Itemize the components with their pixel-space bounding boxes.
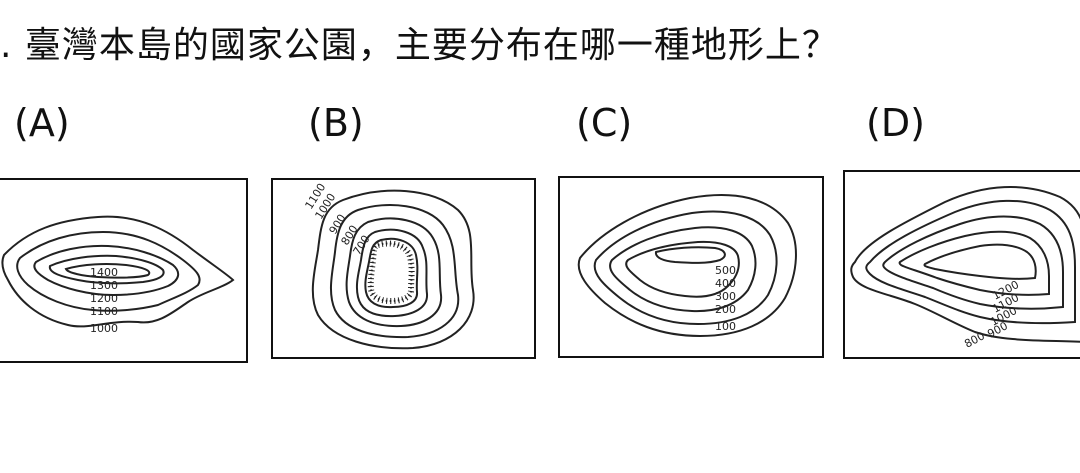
option-c-label[interactable]: (C) <box>576 101 633 145</box>
contour-label: 200 <box>715 303 736 316</box>
contour-map-d: 1200 1100 1000 900 800 <box>850 186 1080 351</box>
contour-map-c: 500 400 300 200 100 <box>577 194 797 338</box>
contour-line <box>364 237 419 309</box>
contour-line <box>593 210 778 326</box>
crater-rim <box>369 242 413 303</box>
contour-label: 1000 <box>90 322 118 335</box>
contour-line <box>654 246 726 264</box>
contour-label: 1300 <box>90 279 118 292</box>
option-b-map[interactable]: 1100 1000 900 800 700 <box>271 178 536 359</box>
contour-line <box>882 215 1064 310</box>
contour-line <box>609 226 757 313</box>
option-c-map[interactable]: 500 400 300 200 100 <box>558 176 824 358</box>
contour-line <box>1 215 235 328</box>
contour-label: 1400 <box>90 266 118 279</box>
option-b-label[interactable]: (B) <box>308 101 364 145</box>
contour-line <box>311 189 475 350</box>
contour-label: 1200 <box>90 292 118 305</box>
option-d-label[interactable]: (D) <box>866 101 925 145</box>
contour-line <box>865 199 1076 325</box>
contour-label: 300 <box>715 290 736 303</box>
option-d-map[interactable]: 1200 1100 1000 900 800 <box>843 170 1080 359</box>
contour-line <box>64 263 151 279</box>
contour-label: 800 <box>962 329 987 350</box>
contour-label: 1100 <box>90 305 118 318</box>
contour-line <box>33 244 180 297</box>
contour-line <box>850 186 1080 343</box>
option-a-map[interactable]: 1400 1300 1200 1100 1000 <box>0 178 248 363</box>
contour-map-a: 1400 1300 1200 1100 1000 <box>1 215 235 335</box>
option-a-label[interactable]: (A) <box>14 101 70 145</box>
contour-line <box>48 254 165 285</box>
contour-label: 100 <box>715 320 736 333</box>
contour-line <box>16 230 201 312</box>
contour-line <box>923 243 1037 280</box>
contour-line <box>577 194 797 338</box>
contour-line <box>625 240 740 298</box>
contour-label: 500 <box>715 264 736 277</box>
contour-line <box>345 217 443 328</box>
question-text: . 臺灣本島的國家公園，主要分布在哪一種地形上？ <box>0 25 839 66</box>
crater-ticks <box>367 240 415 305</box>
contour-label: 400 <box>715 277 736 290</box>
contour-line <box>898 230 1050 296</box>
contour-line <box>355 228 429 318</box>
contour-line <box>329 204 460 339</box>
contour-map-b: 1100 1000 900 800 700 <box>303 181 475 350</box>
